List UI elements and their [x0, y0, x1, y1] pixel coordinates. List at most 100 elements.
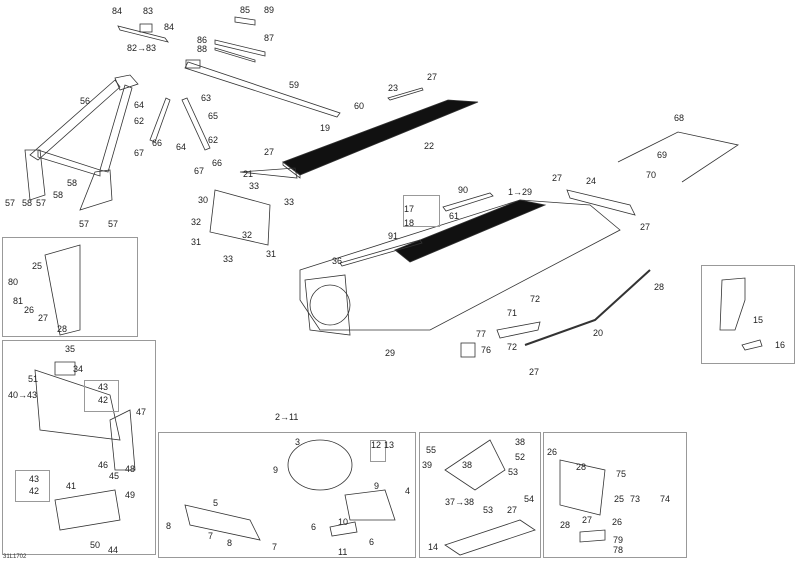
part-tow-hitch-frame: [24, 74, 139, 211]
part-panel-30: [209, 189, 271, 246]
callout: 68: [674, 113, 685, 123]
callout: 2→11: [275, 412, 299, 422]
callout: 80: [8, 277, 19, 287]
callout: 13: [384, 440, 395, 450]
callout: 52: [515, 452, 526, 462]
callout: 25: [32, 261, 43, 271]
callout: 44: [108, 545, 119, 555]
inset-box-40-51: [2, 340, 156, 555]
callout: 48: [125, 464, 136, 474]
callout: 33: [249, 181, 260, 191]
callout: 7: [208, 531, 214, 541]
part-running-board-22: [282, 99, 479, 179]
part-25-right: [559, 459, 606, 516]
callout: 16: [775, 340, 786, 350]
part-21: [239, 167, 298, 179]
callout: 27: [640, 222, 651, 232]
inset-box-2-11: [158, 432, 416, 558]
callout: 88: [197, 44, 208, 54]
callout: 27: [264, 147, 275, 157]
callout: 5: [213, 498, 219, 508]
callout: 62: [134, 116, 145, 126]
part-handlebar-bracket: [117, 23, 169, 43]
callout: 26: [547, 447, 558, 457]
part-91: [339, 239, 423, 267]
callout: 53: [508, 467, 519, 477]
part-76: [460, 342, 476, 358]
callout: 56: [80, 96, 91, 106]
part-37: [444, 439, 506, 491]
callout: 87: [264, 33, 275, 43]
callout: 28: [560, 520, 571, 530]
callout: 26: [612, 517, 623, 527]
callout: 21: [243, 169, 254, 179]
callout: 33: [284, 197, 295, 207]
callout: 15: [753, 315, 764, 325]
diagram-reference-code: 31L1702: [3, 554, 27, 560]
callout: 47: [136, 407, 147, 417]
callout: 12: [371, 440, 382, 450]
callout: 89: [264, 5, 275, 15]
callout: 76: [481, 345, 492, 355]
callout: 6: [369, 537, 375, 547]
callout: 28: [654, 282, 665, 292]
part-brackets-62: [149, 97, 211, 151]
inset-box-42-43-bottom: [15, 470, 50, 502]
part-shaft-59: [184, 59, 341, 118]
part-78: [579, 529, 606, 543]
callout: 27: [529, 367, 540, 377]
callout: 26: [24, 305, 35, 315]
part-16: [741, 339, 763, 351]
callout: 81: [13, 296, 24, 306]
callout: 60: [354, 101, 365, 111]
callout: 66: [212, 158, 223, 168]
callout: 50: [90, 540, 101, 550]
callout: 90: [458, 185, 469, 195]
callout: 7: [272, 542, 278, 552]
callout: 43: [98, 382, 109, 392]
callout: 64: [176, 142, 187, 152]
callout: 69: [657, 150, 668, 160]
callout: 39: [422, 460, 433, 470]
callout: 57: [5, 198, 16, 208]
callout: 54: [524, 494, 535, 504]
callout: 84: [164, 22, 175, 32]
callout: 41: [66, 481, 77, 491]
inset-box-12-13: [370, 440, 386, 462]
callout: 33: [223, 254, 234, 264]
callout: 17: [404, 204, 415, 214]
callout: 65: [208, 111, 219, 121]
callout: 45: [109, 471, 120, 481]
part-4: [344, 489, 396, 521]
part-10: [329, 521, 358, 537]
callout: 82→83: [127, 43, 157, 53]
callout: 31: [266, 249, 277, 259]
callout: 83: [143, 6, 154, 16]
callout: 46: [98, 460, 109, 470]
callout: 70: [646, 170, 657, 180]
callout: 1→29: [508, 187, 533, 197]
callout: 49: [125, 490, 136, 500]
part-5: [184, 504, 261, 541]
callout: 84: [112, 6, 123, 16]
callout: 77: [476, 329, 487, 339]
callout: 32: [191, 217, 202, 227]
callout: 23: [388, 83, 399, 93]
callout: 8: [166, 521, 172, 531]
callout: 91: [388, 231, 399, 241]
callout: 38: [515, 437, 526, 447]
callout: 73: [630, 494, 641, 504]
callout: 28: [576, 462, 587, 472]
callout: 58: [53, 190, 64, 200]
callout: 28: [57, 324, 68, 334]
part-rail-86-88: [214, 16, 266, 63]
callout: 34: [73, 364, 84, 374]
callout: 9: [273, 465, 279, 475]
callout: 31: [191, 237, 202, 247]
part-15: [719, 277, 746, 331]
callout: 78: [613, 545, 624, 555]
callout: 11: [338, 547, 348, 557]
callout: 6: [311, 522, 317, 532]
